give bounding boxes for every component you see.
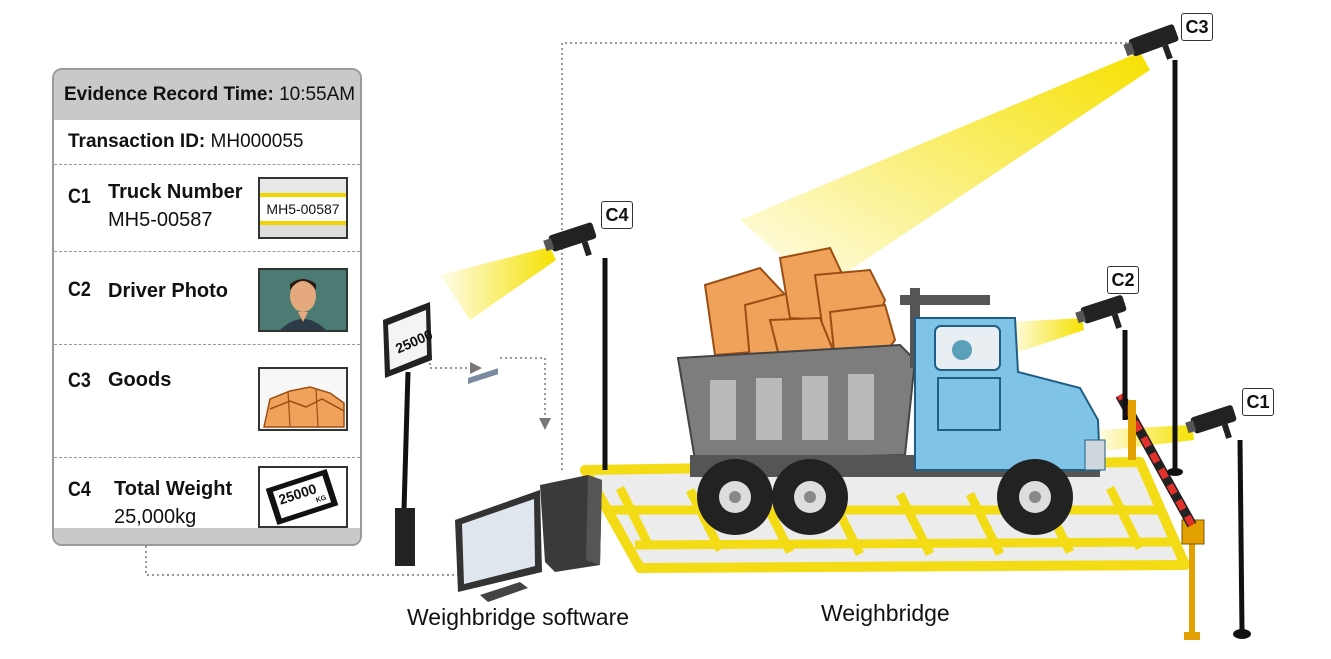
license-plate-thumbnail: MH5-00587 [258, 177, 348, 239]
goods-thumbnail [258, 367, 348, 431]
row-code: C1 [68, 185, 91, 208]
camera-tag-c1: C1 [1242, 388, 1274, 416]
camera-c3-beam [740, 52, 1150, 290]
driver-figure [952, 340, 972, 360]
camera-c1-icon [1185, 405, 1237, 439]
row-label: Total Weight [114, 478, 233, 500]
transaction-id-row: Transaction ID: MH000055 [54, 120, 360, 165]
record-row-driver-photo: C2 Driver Photo [54, 252, 360, 345]
driver-photo-thumbnail [258, 268, 348, 332]
camera-tag-c4: C4 [601, 201, 633, 229]
weighbridge-platform [580, 457, 1190, 573]
row-code: C4 [68, 478, 91, 501]
row-value: MH5-00587 [108, 209, 213, 231]
evidence-record-header: Evidence Record Time: 10:55AM [54, 70, 360, 120]
camera-c2-beam [1010, 318, 1084, 355]
camera-poles [602, 60, 1245, 633]
computer-workstation [455, 368, 602, 602]
cargo-boxes [703, 246, 897, 362]
row-code: C2 [68, 278, 91, 301]
weight-display-board: 25000 [383, 302, 435, 566]
weight-display-thumbnail: 25000 KG [258, 466, 348, 528]
row-label: Driver Photo [108, 280, 229, 302]
connection-lines [145, 42, 1150, 576]
record-row-truck-number: C1 Truck Number MH5-00587 MH5-00587 [54, 165, 360, 252]
camera-tag-c3: C3 [1181, 13, 1213, 41]
caption-weighbridge-software: Weighbridge software [407, 604, 630, 630]
arrow-down-icon [539, 418, 551, 430]
row-label: Truck Number [108, 181, 243, 203]
dump-truck [676, 246, 1106, 535]
record-time-label: Evidence Record Time: [64, 84, 274, 105]
boom-barrier [1115, 392, 1205, 640]
card-footer [54, 528, 360, 544]
camera-c3-icon [1123, 24, 1179, 60]
plate-text: MH5-00587 [260, 197, 346, 221]
camera-c4-beam [440, 247, 556, 320]
truck-wheels [697, 459, 1073, 535]
arrow-right-icon [470, 362, 482, 374]
camera-tag-c2: C2 [1107, 266, 1139, 294]
record-row-total-weight: C4 Total Weight 25,000kg 25000 KG [54, 458, 360, 542]
row-value: 25,000kg [114, 506, 197, 528]
row-label: Goods [108, 369, 172, 391]
evidence-record-card: Evidence Record Time: 10:55AM Transactio… [52, 68, 362, 546]
camera-c4-icon [543, 222, 597, 257]
camera-c2-icon [1075, 295, 1127, 329]
row-code: C3 [68, 369, 91, 392]
transaction-id-label: Transaction ID: [68, 131, 206, 152]
transaction-id-value: MH000055 [210, 131, 304, 152]
record-row-goods: C3 Goods [54, 345, 360, 458]
caption-weighbridge: Weighbridge [821, 600, 950, 626]
record-time-value: 10:55AM [279, 84, 356, 105]
